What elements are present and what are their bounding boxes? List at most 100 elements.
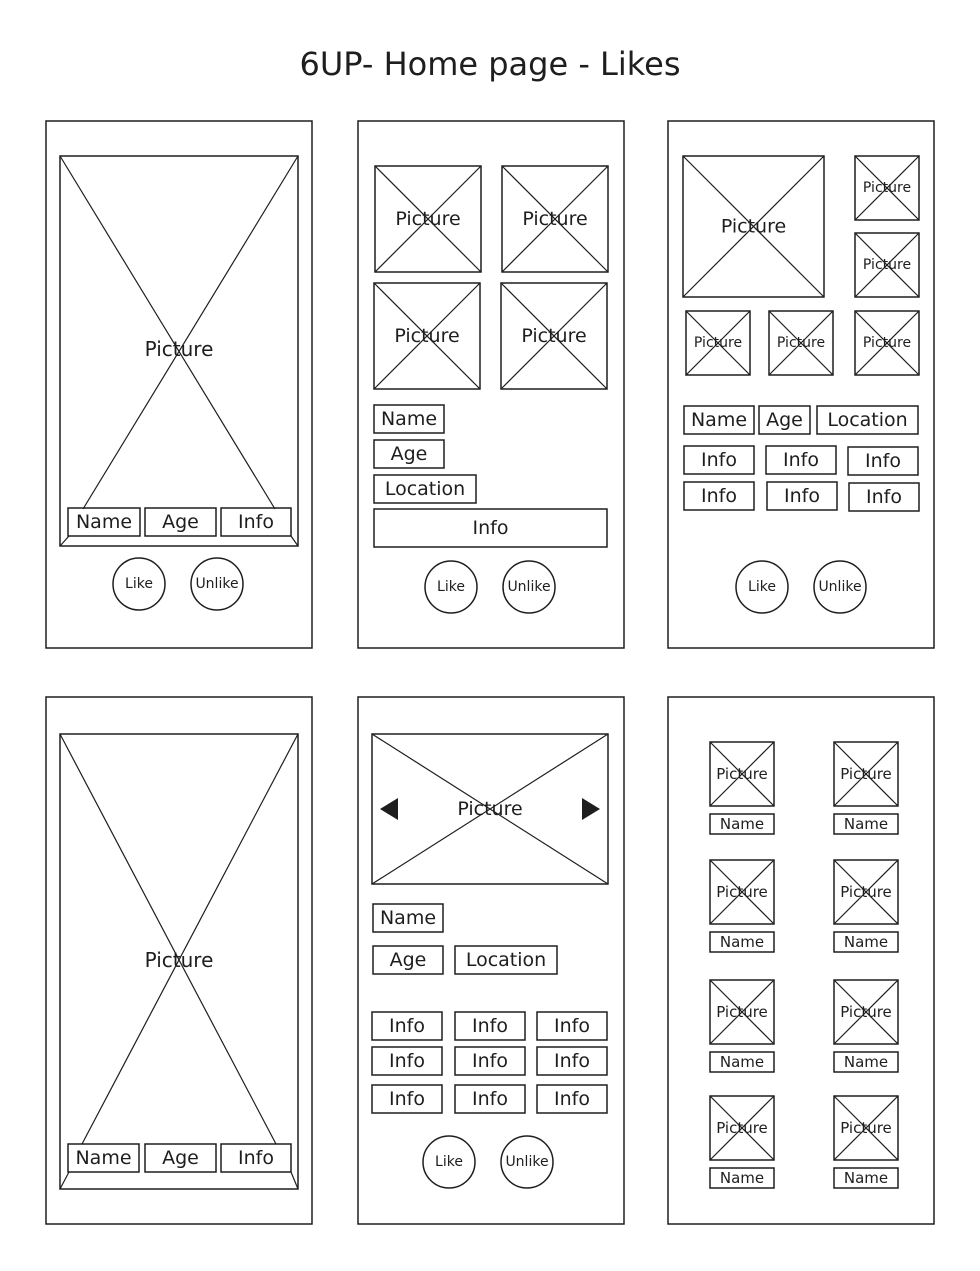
like-button-label[interactable]: Like: [748, 579, 776, 595]
like-button-circle[interactable]: [112, 557, 166, 611]
picture-placeholder: Picture: [833, 859, 899, 925]
picture-cross-line: [854, 232, 920, 298]
info-field: Info: [454, 1084, 526, 1114]
location-field-label: Location: [385, 478, 465, 500]
like-button[interactable]: Like: [735, 560, 789, 614]
picture-label: Picture: [863, 257, 911, 273]
unlike-button-circle[interactable]: [813, 560, 867, 614]
info-field-label: Info: [865, 450, 901, 472]
picture-cross-line: [709, 1095, 775, 1161]
age-field-label: Age: [390, 949, 427, 971]
like-button-circle[interactable]: [422, 1135, 476, 1189]
picture-label: Picture: [716, 765, 768, 783]
picture-placeholder: Picture: [833, 1095, 899, 1161]
unlike-button[interactable]: Unlike: [502, 560, 556, 614]
unlike-button-circle[interactable]: [502, 560, 556, 614]
name-field-label: Name: [844, 1053, 888, 1071]
name-field: Name: [709, 1051, 775, 1073]
name-field: Name: [67, 507, 141, 537]
phone-frame: [667, 120, 935, 649]
info-field-box: [765, 445, 837, 475]
picture-label: Picture: [145, 337, 214, 361]
info-field-label: Info: [783, 449, 819, 471]
name-field: Name: [833, 1167, 899, 1189]
info-field-label: Info: [472, 1015, 508, 1037]
picture-label: Picture: [716, 883, 768, 901]
like-button[interactable]: Like: [112, 557, 166, 611]
like-button-circle[interactable]: [735, 560, 789, 614]
picture-label: Picture: [716, 1003, 768, 1021]
picture-placeholder: Picture: [501, 165, 609, 273]
picture-placeholder: Picture: [768, 310, 834, 376]
picture-placeholder: Picture: [833, 979, 899, 1045]
age-field: Age: [758, 405, 811, 435]
info-field: Info: [848, 482, 920, 512]
location-field-label: Location: [466, 949, 546, 971]
picture-frame: [833, 1095, 899, 1161]
like-button-label[interactable]: Like: [437, 579, 465, 595]
info-field: Info: [683, 481, 755, 511]
picture-frame: [768, 310, 834, 376]
picture-placeholder: Picture: [854, 310, 920, 376]
location-field-label: Location: [827, 409, 907, 431]
like-button[interactable]: Like: [424, 560, 478, 614]
picture-frame: [709, 979, 775, 1045]
picture-cross-line: [500, 282, 608, 390]
unlike-button[interactable]: Unlike: [190, 557, 244, 611]
picture-label: Picture: [840, 1003, 892, 1021]
info-field-box: [848, 482, 920, 512]
location-field-box: [816, 405, 919, 435]
name-field: Name: [709, 931, 775, 953]
unlike-button[interactable]: Unlike: [500, 1135, 554, 1189]
left-arrow-icon[interactable]: [380, 798, 398, 820]
picture-bevel-line: [59, 535, 70, 547]
picture-cross-line: [371, 733, 609, 885]
unlike-button[interactable]: Unlike: [813, 560, 867, 614]
like-button-label[interactable]: Like: [435, 1154, 463, 1170]
info-field-box: [847, 446, 919, 476]
name-field: Name: [709, 813, 775, 835]
picture-cross-line: [501, 165, 609, 273]
info-field-label: Info: [866, 486, 902, 508]
name-field-box: [833, 1167, 899, 1189]
info-field-label: Info: [554, 1088, 590, 1110]
unlike-button-label[interactable]: Unlike: [505, 1154, 548, 1170]
info-field: Info: [371, 1011, 443, 1041]
unlike-button-circle[interactable]: [500, 1135, 554, 1189]
picture-label: Picture: [721, 216, 786, 238]
picture-cross-line: [854, 155, 920, 221]
name-field-box: [833, 813, 899, 835]
like-button-label[interactable]: Like: [125, 576, 153, 592]
picture-label: Picture: [521, 325, 586, 347]
name-field-label: Name: [76, 511, 132, 533]
name-field: Name: [833, 931, 899, 953]
age-field-label: Age: [162, 511, 199, 533]
picture-placeholder: Picture: [709, 1095, 775, 1161]
picture-cross-line: [81, 733, 299, 1145]
unlike-button-circle[interactable]: [190, 557, 244, 611]
picture-label: Picture: [840, 1119, 892, 1137]
age-field-label: Age: [162, 1147, 199, 1169]
age-field-box: [372, 945, 444, 975]
right-arrow-icon[interactable]: [582, 798, 600, 820]
unlike-button-label[interactable]: Unlike: [195, 576, 238, 592]
info-field-box: [220, 507, 292, 537]
picture-cross-line: [682, 155, 825, 298]
age-field-label: Age: [391, 443, 428, 465]
unlike-button-label[interactable]: Unlike: [507, 579, 550, 595]
info-field-label: Info: [701, 449, 737, 471]
unlike-button-label[interactable]: Unlike: [818, 579, 861, 595]
age-field: Age: [144, 1143, 217, 1173]
like-button-circle[interactable]: [424, 560, 478, 614]
phone-frame: [667, 696, 935, 1225]
picture-label: Picture: [694, 335, 742, 351]
info-field-box: [683, 445, 755, 475]
like-button[interactable]: Like: [422, 1135, 476, 1189]
picture-cross-line: [374, 165, 482, 273]
info-field: Info: [371, 1084, 443, 1114]
picture-frame: [500, 282, 608, 390]
